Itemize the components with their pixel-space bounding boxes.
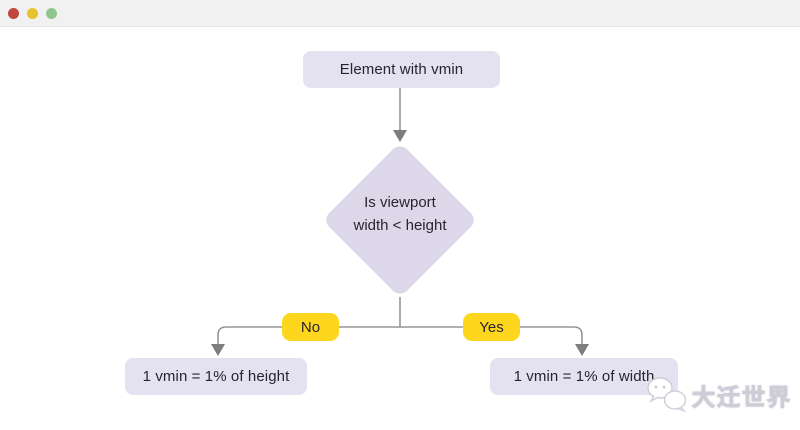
- branch-no-label: No: [300, 318, 321, 336]
- arrowhead-to-decision: [393, 130, 407, 142]
- watermark-text: 大迁世界: [692, 384, 792, 411]
- start-node-label: Element with vmin: [339, 61, 464, 78]
- arrowhead-to-result-yes: [575, 344, 589, 356]
- result-yes-node: 1 vmin = 1% of width: [490, 358, 678, 395]
- window-titlebar: [0, 0, 800, 27]
- result-yes-label: 1 vmin = 1% of width: [513, 368, 655, 385]
- wechat-icon: [647, 377, 687, 413]
- arrowhead-to-result-no: [211, 344, 225, 356]
- branch-yes-label: Yes: [479, 318, 504, 336]
- result-no-label: 1 vmin = 1% of height: [142, 368, 290, 385]
- window-close-button[interactable]: [8, 8, 19, 19]
- window-minimize-button[interactable]: [27, 8, 38, 19]
- branch-no-badge: No: [282, 313, 339, 341]
- result-no-node: 1 vmin = 1% of height: [125, 358, 307, 395]
- branch-yes-badge: Yes: [463, 313, 520, 341]
- decision-label: Is viewport width < height: [353, 194, 447, 234]
- start-node: Element with vmin: [303, 51, 500, 88]
- watermark: 大迁世界: [646, 376, 792, 414]
- window-maximize-button[interactable]: [46, 8, 57, 19]
